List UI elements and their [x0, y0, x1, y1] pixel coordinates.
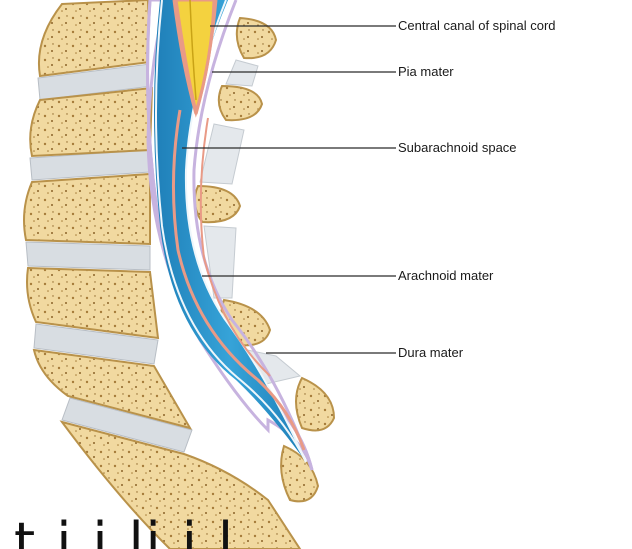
- vertebral-body: [24, 174, 150, 244]
- label-pia-mater: Pia mater: [398, 64, 454, 80]
- cropped-caption: t i i li i l: [14, 506, 614, 549]
- label-dura-mater: Dura mater: [398, 345, 463, 361]
- vertebral-body: [30, 88, 152, 156]
- spinous-process: [237, 18, 276, 58]
- spinous-process: [281, 446, 318, 501]
- vertebral-body: [39, 0, 150, 76]
- spinous-process: [296, 378, 334, 430]
- label-subarachnoid-space: Subarachnoid space: [398, 140, 517, 156]
- label-central-canal: Central canal of spinal cord: [398, 18, 556, 34]
- label-arachnoid-mater: Arachnoid mater: [398, 268, 493, 284]
- cropped-caption-text: t i i li i l: [14, 516, 235, 549]
- spinous-process: [219, 86, 262, 120]
